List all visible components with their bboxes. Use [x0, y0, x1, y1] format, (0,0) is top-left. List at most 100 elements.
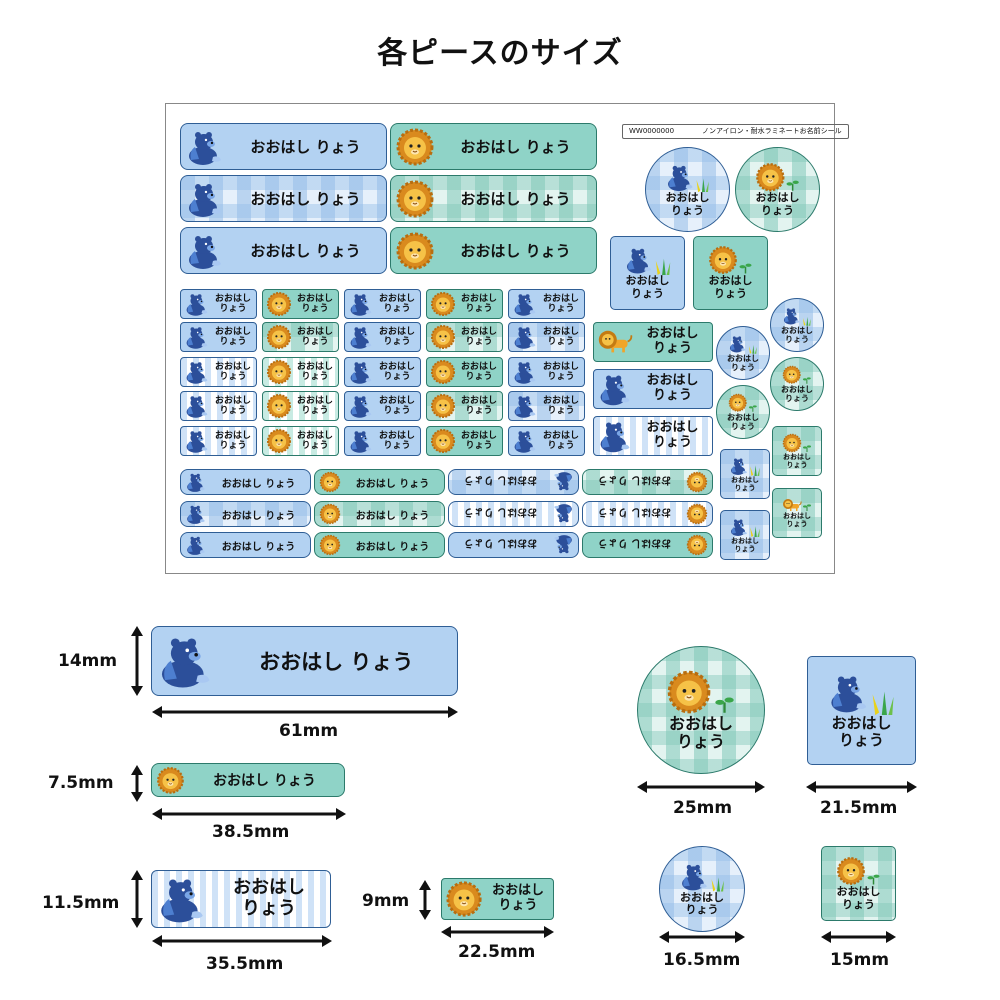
name-label: おおはし りょう [582, 532, 713, 558]
bear-icon [161, 879, 203, 923]
bear-icon [350, 396, 372, 418]
name-label: おおはしりょう [180, 322, 257, 352]
name-label: おおはし りょう [390, 123, 597, 170]
label-name-line2: りょう [547, 304, 575, 314]
label-name-line1: おおはし [296, 361, 333, 372]
label-name-line2: りょう [714, 287, 747, 300]
label-name: おおはし りょう [460, 138, 571, 156]
name-label: おおはしりょう [508, 289, 585, 319]
name-label: おおはしりょう [262, 426, 339, 456]
name-label: おおはしりょう [344, 322, 421, 352]
label-name: おおはし りょう [355, 510, 430, 522]
label-name-line2: りょう [731, 362, 755, 372]
bear-icon [730, 336, 746, 353]
bear-icon [514, 294, 536, 316]
name-label: おおはしりょう [180, 289, 257, 319]
lion-icon [783, 498, 802, 511]
label-name-line2: りょう [786, 520, 808, 528]
lion-icon [266, 291, 292, 317]
height-11-5mm: 11.5mm [42, 893, 120, 913]
name-label: おおはし りょう [151, 626, 458, 696]
lion-icon [430, 291, 456, 317]
width-22-5mm: 22.5mm [458, 942, 536, 962]
label-name-line1: おおはし [781, 384, 813, 394]
label-name-line1: おおはし [460, 395, 497, 406]
bear-icon [731, 519, 747, 536]
label-name: おおはし りょう [597, 537, 672, 549]
label-name: おおはし りょう [355, 541, 430, 553]
lion-icon [319, 503, 341, 525]
lion-icon [686, 471, 708, 493]
label-name: おおはし りょう [597, 506, 672, 518]
label-name: おおはし りょう [463, 506, 538, 518]
label-name-line2: りょう [219, 441, 247, 451]
width-35-5mm: 35.5mm [206, 954, 284, 974]
name-label: おおはし りょう [314, 469, 445, 495]
label-name-line2: りょう [219, 406, 247, 416]
bear-icon [350, 362, 372, 384]
name-label: おおはしりょう [344, 289, 421, 319]
label-name-line2: りょう [734, 545, 756, 553]
grass-icon [696, 178, 709, 193]
label-name-line2: りょう [761, 203, 794, 217]
name-label: おおはしりょう [426, 426, 503, 456]
bear-icon [626, 249, 651, 274]
label-name-line1: おおはし [296, 326, 333, 337]
lion-icon [319, 534, 341, 556]
bear-icon [514, 362, 536, 384]
width-38-5mm: 38.5mm [212, 822, 290, 842]
name-label: おおはしりょう [441, 878, 554, 920]
width-arrow [806, 781, 917, 793]
sprout-icon [867, 874, 880, 885]
bear-icon [350, 431, 372, 453]
label-name-line1: おおはし [646, 420, 699, 436]
name-label: おおはしりょう [508, 357, 585, 387]
label-name-line1: おおはし [233, 877, 305, 899]
label-name-line1: おおはし [668, 713, 733, 733]
square-name-label: おおはしりょう [772, 488, 822, 538]
lion-icon [686, 534, 708, 556]
label-name-line2: りょう [731, 421, 755, 431]
label-name-line1: おおはし [460, 361, 497, 372]
label-name-line1: おおはし [378, 293, 415, 304]
bear-icon [514, 327, 536, 349]
label-name: おおはし りょう [460, 242, 571, 260]
label-name-line2: りょう [785, 334, 809, 344]
label-name-line2: りょう [685, 903, 719, 917]
label-name: おおはし りょう [460, 190, 571, 208]
name-label: おおはし りょう [582, 469, 713, 495]
width-arrow [152, 808, 346, 820]
lion-icon [430, 324, 456, 350]
name-label: おおはしりょう [180, 357, 257, 387]
name-label: おおはしりょう [593, 369, 713, 409]
name-label: おおはしりょう [508, 426, 585, 456]
name-label: おおはし りょう [390, 227, 597, 274]
label-name-line1: おおはし [296, 293, 333, 304]
width-21-5mm: 21.5mm [820, 798, 898, 818]
label-name: おおはし りょう [463, 474, 538, 486]
label-name-line2: りょう [465, 337, 493, 347]
round-name-label: おおはしりょう [645, 147, 730, 232]
name-label: おおはしりょう [426, 289, 503, 319]
width-arrow [441, 926, 554, 938]
name-label: おおはしりょう [508, 322, 585, 352]
name-label: おおはし りょう [582, 501, 713, 527]
square-name-label: おおはしりょう [807, 656, 916, 765]
label-name-line1: おおはし [731, 536, 759, 545]
label-name-line2: りょう [498, 898, 538, 913]
bear-icon [554, 535, 572, 554]
label-name: おおはし りょう [221, 510, 296, 522]
grass-icon [750, 465, 760, 476]
page-title: 各ピースのサイズ [377, 36, 623, 71]
width-arrow [659, 931, 745, 943]
label-name-line1: おおはし [214, 326, 251, 337]
lion-icon [709, 246, 737, 275]
bear-icon [186, 362, 208, 384]
label-name-line2: りょう [547, 372, 575, 382]
lion-icon [598, 331, 633, 353]
label-name-line2: りょう [301, 337, 329, 347]
label-name: おおはし りょう [221, 478, 296, 490]
lion-icon [396, 128, 434, 165]
lion-icon [782, 433, 802, 453]
height-arrow [131, 765, 143, 802]
